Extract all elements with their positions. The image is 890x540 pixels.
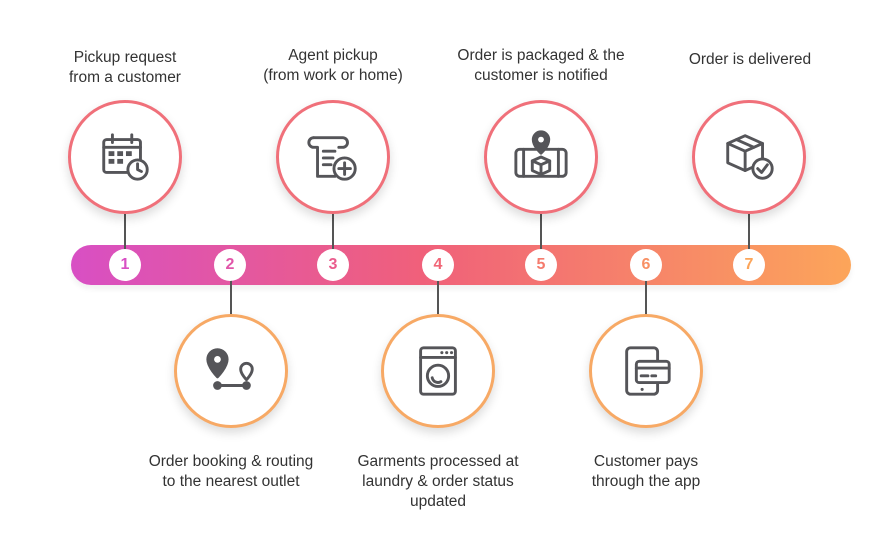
scroll-add-icon: [307, 136, 357, 181]
step-circle-1: [68, 100, 182, 214]
connector-step-1: [124, 214, 126, 250]
step-number-3: 3: [317, 249, 349, 281]
timeline-bar: [71, 245, 851, 285]
step-number-6: 6: [630, 249, 662, 281]
step-number-4: 4: [422, 249, 454, 281]
step-label-4: Garments processed at laundry & order st…: [357, 453, 519, 510]
step-number-7: 7: [733, 249, 765, 281]
step-circle-4: [381, 314, 495, 428]
calendar-clock-icon: [102, 133, 149, 181]
connector-step-5: [540, 214, 542, 250]
connector-step-7: [748, 214, 750, 250]
step-circle-2: [174, 314, 288, 428]
connector-step-2: [230, 280, 232, 316]
connector-step-4: [437, 280, 439, 316]
step-circle-6: [589, 314, 703, 428]
step-label-6: Customer pays through the app: [591, 453, 701, 490]
connector-step-6: [645, 280, 647, 316]
step-label-7: Order is delivered: [688, 51, 812, 68]
step-circle-7: [692, 100, 806, 214]
step-label-3: Agent pickup (from work or home): [263, 47, 403, 84]
phone-package-location-icon: [514, 130, 568, 178]
step-circle-3: [276, 100, 390, 214]
washing-machine-icon: [419, 346, 457, 396]
step-number-2: 2: [214, 249, 246, 281]
step-number-5: 5: [525, 249, 557, 281]
route-pins-icon: [206, 348, 254, 390]
step-number-1: 1: [109, 249, 141, 281]
step-label-5: Order is packaged & the customer is noti…: [457, 47, 625, 84]
step-circle-5: [484, 100, 598, 214]
step-label-1: Pickup request from a customer: [69, 49, 181, 86]
box-check-icon: [726, 134, 774, 180]
step-label-2: Order booking & routing to the nearest o…: [148, 453, 314, 490]
connector-step-3: [332, 214, 334, 250]
tablet-card-icon: [625, 346, 671, 396]
